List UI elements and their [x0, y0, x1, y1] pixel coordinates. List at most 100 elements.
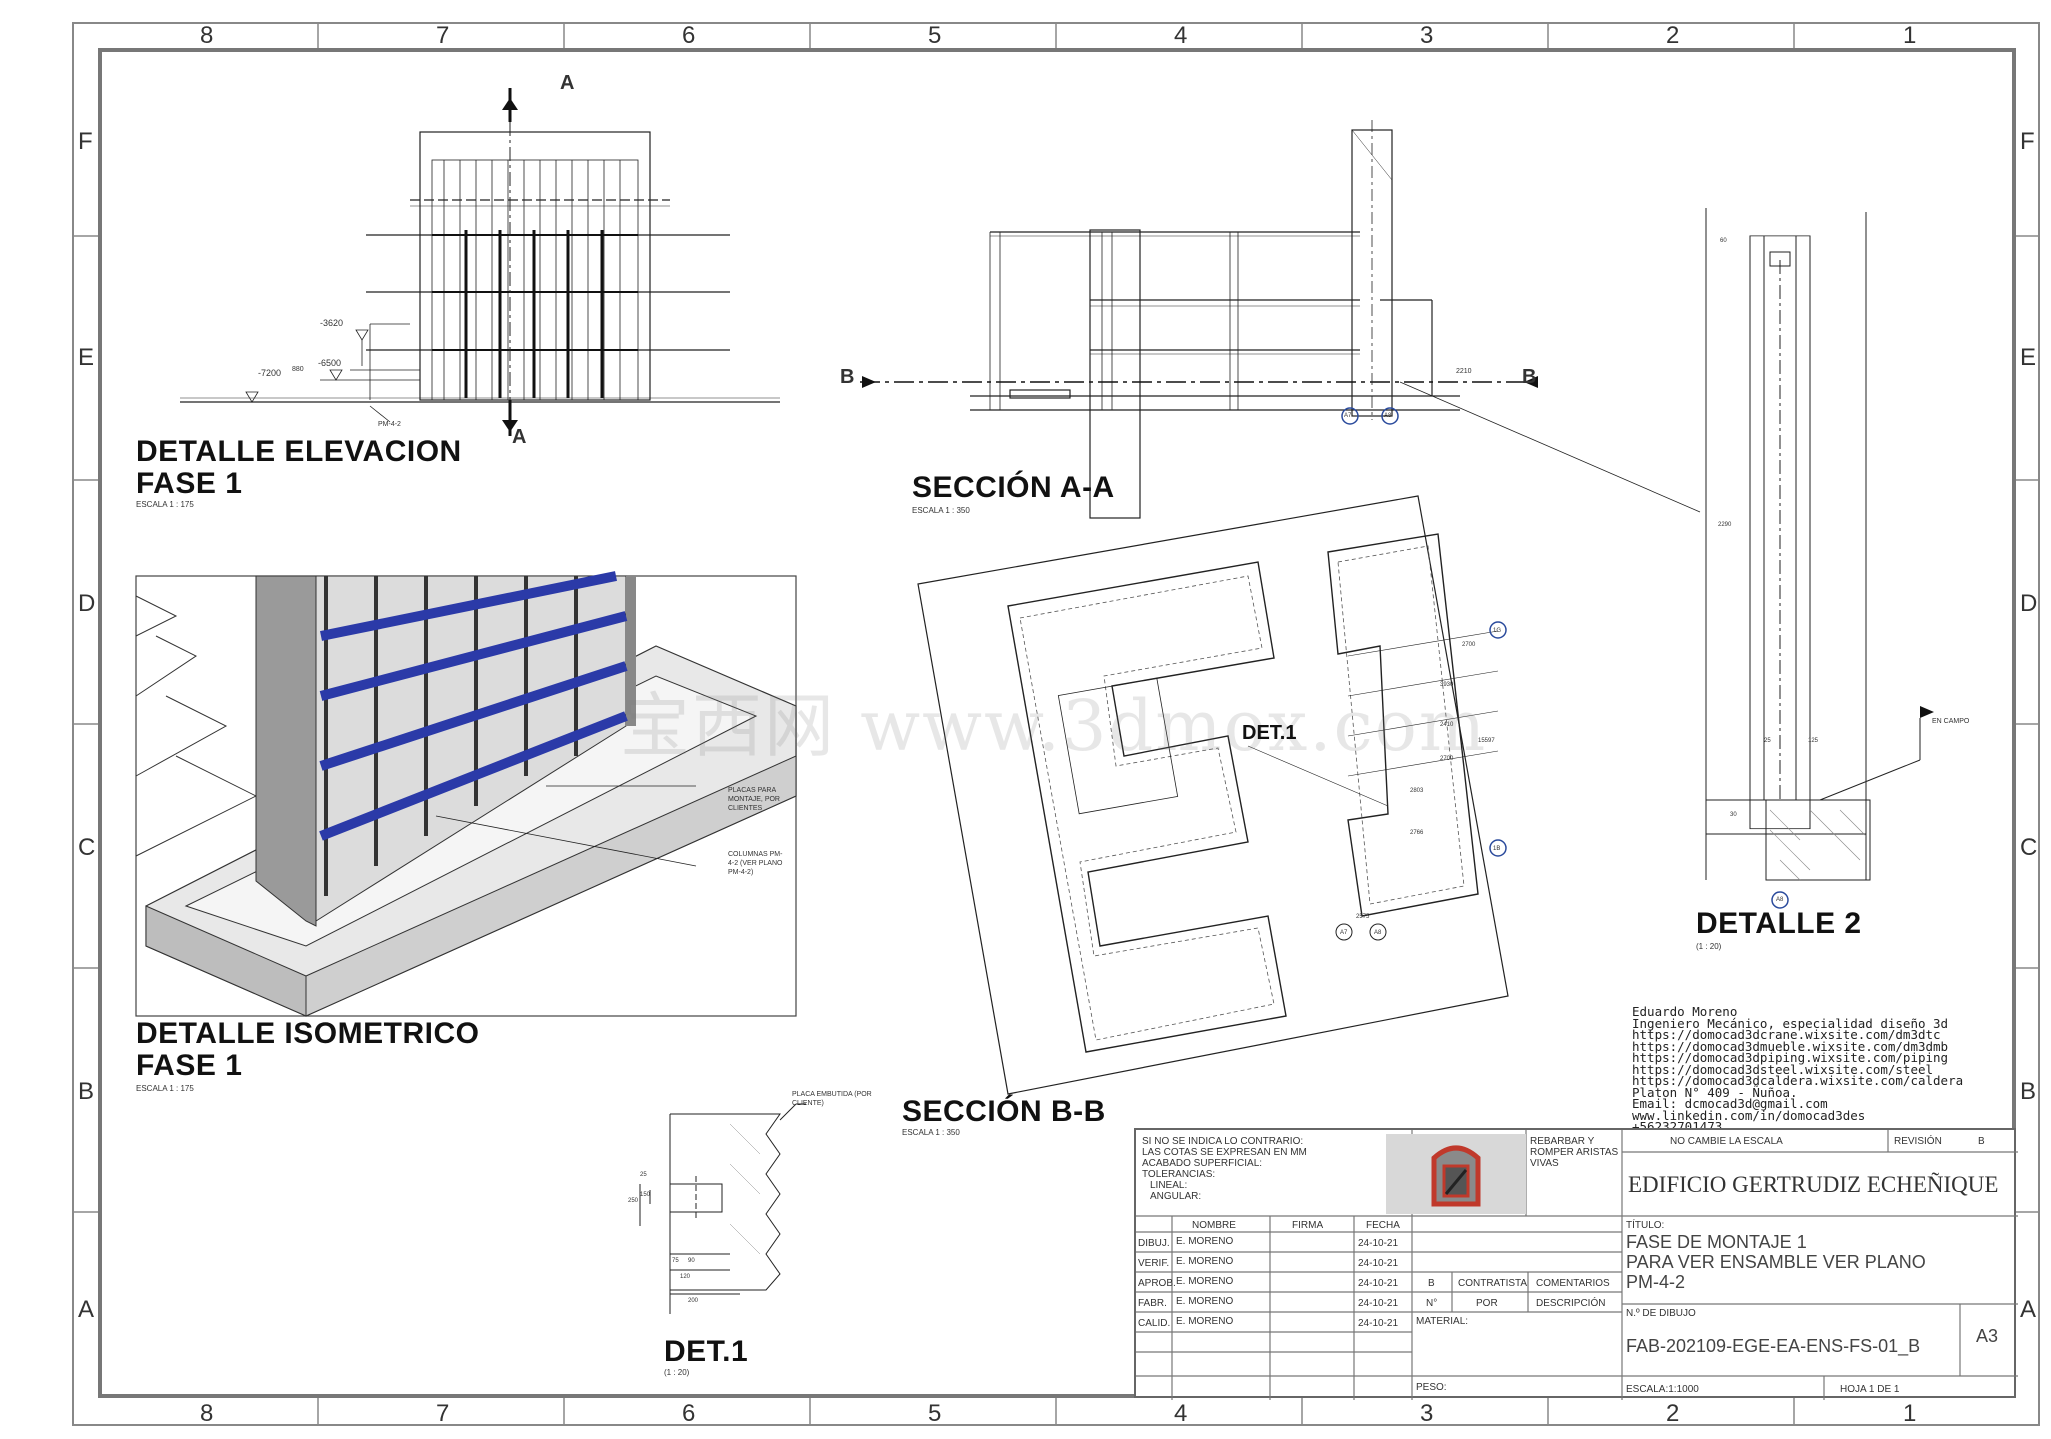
det-1-drawing — [639, 1103, 806, 1314]
tb-row-date: 24-10-21 — [1358, 1258, 1399, 1269]
isometric-title: DETALLE ISOMETRICO — [136, 1017, 480, 1050]
author-link[interactable]: https://domocad3dcrane.wixsite.com/dm3dt… — [1632, 1027, 1941, 1042]
tb-drawing-no-label: N.º DE DIBUJO — [1626, 1308, 1696, 1319]
tb-title-label: TÍTULO: — [1626, 1220, 1665, 1231]
tb-rev-2-desc: DESCRIPCIÓN — [1536, 1298, 1606, 1309]
tb-row-name: E. MORENO — [1176, 1296, 1234, 1307]
tb-row-name: E. MORENO — [1176, 1316, 1234, 1327]
detail-2-title: DETALLE 2 — [1696, 907, 1862, 940]
tb-note-1: SI NO SE INDICA LO CONTRARIO: — [1142, 1136, 1304, 1147]
tb-note-6: ANGULAR: — [1150, 1191, 1202, 1202]
tb-row-role: DIBUJ. — [1138, 1238, 1170, 1249]
section-bb-drawing — [917, 495, 1509, 1095]
tb-note-4: TOLERANCIAS: — [1142, 1169, 1216, 1180]
section-bb-title: SECCIÓN B-B — [902, 1095, 1106, 1128]
section-aa-mark-left: B — [840, 366, 855, 388]
section-bb-dim-1: 2700 — [1462, 642, 1476, 648]
tb-rev-1-no: B — [1428, 1278, 1435, 1289]
section-aa-scale: ESCALA 1 : 350 — [912, 506, 970, 515]
elevation-level-2: -6500 — [318, 358, 342, 368]
section-bb-bubble-4: A8 — [1374, 930, 1382, 936]
watermark: 宝西网 www.3dmox.com — [620, 685, 1488, 767]
author-link[interactable]: https://domocad3dsteel.wixsite.com/steel — [1632, 1061, 1934, 1077]
company-logo — [1386, 1134, 1526, 1214]
tb-row-date: 24-10-21 — [1358, 1318, 1399, 1329]
section-bb-dim-6: 2766 — [1410, 830, 1424, 836]
tb-scale: ESCALA:1:1000 — [1626, 1384, 1699, 1395]
author-link[interactable]: https://domocad3dcaldera.wixsite.com/cal… — [1632, 1073, 1964, 1088]
elevation-dim: 880 — [292, 366, 304, 373]
tb-row-name: E. MORENO — [1176, 1276, 1234, 1287]
tb-note-2: LAS COTAS SE EXPRESAN EN MM — [1142, 1147, 1307, 1158]
tb-rebar-3: VIVAS — [1530, 1158, 1559, 1169]
detail-2-bubble: A8 — [1776, 897, 1784, 903]
detail-2-drawing — [1705, 208, 1934, 909]
author-line: Ingeniero Mecánico, especialidad diseño … — [1632, 1015, 1949, 1031]
det-1-dim-7: 200 — [688, 1298, 699, 1304]
tb-rebar-1: REBARBAR Y — [1530, 1136, 1595, 1147]
title-block-grid — [1136, 1130, 2018, 1400]
tb-header-name: NOMBRE — [1192, 1220, 1236, 1231]
section-aa-dim: 2210 — [1456, 368, 1472, 375]
elevation-scale: ESCALA 1 : 175 — [136, 500, 194, 509]
section-aa-title: SECCIÓN A-A — [912, 471, 1115, 504]
tb-revision: B — [1978, 1136, 1985, 1147]
det-1-dim-5: 90 — [688, 1258, 695, 1264]
tb-title-1: FASE DE MONTAJE 1 — [1626, 1232, 1807, 1252]
det-1-dim-2: 25 — [640, 1172, 647, 1178]
elevation-ref: PM-4-2 — [378, 421, 401, 428]
author-link[interactable]: www.linkedin.com/in/domocad3des — [1632, 1107, 1866, 1123]
elevation-drawing — [180, 88, 780, 436]
section-bb-bubble-3: A7 — [1340, 930, 1348, 936]
tb-revision-label: REVISIÓN — [1894, 1136, 1942, 1147]
elevation-subtitle: FASE 1 — [136, 467, 243, 500]
isometric-note-plates: PLACAS PARA MONTAJE, POR CLIENTES — [728, 787, 780, 812]
section-bb-dim-2: 3930 — [1440, 682, 1454, 688]
section-aa-bubble-1: A7 — [1344, 413, 1352, 419]
tb-weight: PESO: — [1416, 1382, 1447, 1393]
tb-project-name: EDIFICIO GERTRUDIZ ECHEÑIQUE — [1628, 1172, 1999, 1197]
tb-sheet: HOJA 1 DE 1 — [1840, 1384, 1900, 1395]
section-bb-scale: ESCALA 1 : 350 — [902, 1128, 960, 1137]
tb-rev-1-desc: COMENTARIOS — [1536, 1278, 1610, 1289]
det-1-dim-3: 150 — [640, 1192, 651, 1198]
tb-rebar-2: ROMPER ARISTAS — [1530, 1147, 1619, 1158]
det-1-dim-4: 75 — [672, 1258, 679, 1264]
author-line: Platon N° 409 - Ñuñoa. — [1632, 1084, 1798, 1100]
detail-2-dim-4: 125 — [1808, 738, 1819, 744]
elevation-section-mark-bottom: A — [512, 426, 527, 448]
tb-row-name: E. MORENO — [1176, 1236, 1234, 1247]
det-1-dim-1: 250 — [628, 1198, 639, 1204]
section-bb-dim-5: 2803 — [1410, 788, 1424, 794]
tb-sheet-size: A3 — [1976, 1326, 1999, 1346]
author-line: Eduardo Moreno — [1632, 1004, 1738, 1019]
tb-row-role: VERIF. — [1138, 1258, 1170, 1269]
isometric-subtitle: FASE 1 — [136, 1049, 243, 1082]
section-aa-drawing — [860, 120, 1701, 519]
tb-row-role: FABR. — [1138, 1298, 1167, 1309]
section-bb-bubble-1: 1G — [1493, 628, 1502, 634]
title-block: SI NO SE INDICA LO CONTRARIO: LAS COTAS … — [1134, 1128, 2018, 1400]
tb-material: MATERIAL: — [1416, 1316, 1469, 1327]
section-bb-det-label: DET.1 — [1242, 722, 1297, 744]
author-phone: +56232701473 — [1632, 1119, 1723, 1134]
tb-note-5: LINEAL: — [1150, 1180, 1188, 1191]
detail-2-note: EN CAMPO — [1932, 718, 1970, 725]
section-aa-bubble-2: A8 — [1384, 413, 1392, 419]
author-link[interactable]: https://domocad3dmueble.wixsite.com/dm3d… — [1632, 1038, 1949, 1054]
tb-no-scale: NO CAMBIE LA ESCALA — [1670, 1136, 1783, 1147]
sheet-inner-border — [98, 48, 2016, 1398]
tb-row-role: APROB. — [1138, 1278, 1176, 1289]
author-block: Eduardo Moreno Ingeniero Mecánico, espec… — [1632, 1006, 1963, 1133]
section-bb-dim-3: 2410 — [1440, 722, 1454, 728]
tb-rev-2-by: POR — [1476, 1298, 1498, 1309]
section-bb-dim-8: 2575 — [1356, 914, 1370, 920]
det-1-note: PLACA EMBUTIDA (POR CLIENTE) — [792, 1091, 872, 1107]
elevation-title: DETALLE ELEVACION — [136, 435, 462, 468]
author-email[interactable]: Email: dcmocad3d@gmail.com — [1632, 1096, 1828, 1111]
author-link[interactable]: https://domocad3dpiping.wixsite.com/pipi… — [1632, 1050, 1949, 1065]
tb-title-2: PARA VER ENSAMBLE VER PLANO — [1626, 1252, 1926, 1272]
elevation-section-mark-top: A — [560, 72, 575, 94]
tb-title-3: PM-4-2 — [1626, 1272, 1686, 1292]
